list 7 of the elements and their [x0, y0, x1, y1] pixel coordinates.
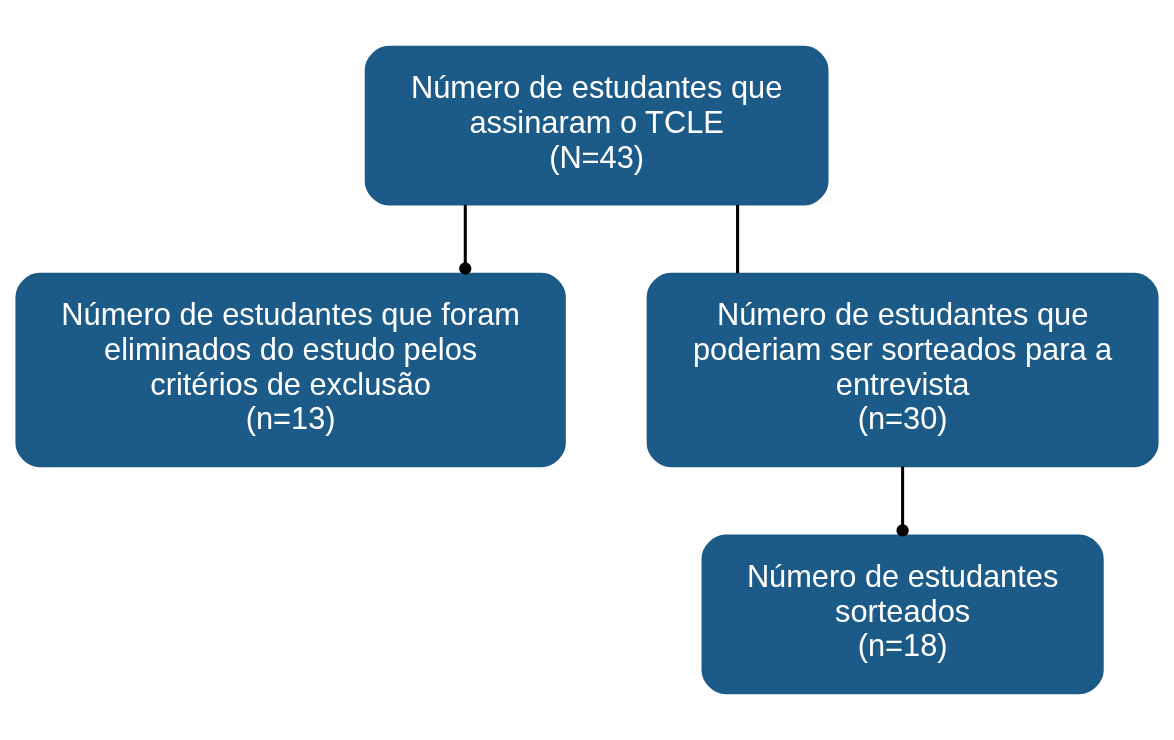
connector [459, 204, 472, 275]
connector [736, 204, 740, 274]
node-box: Número de estudantes que assinaram o TCLE (N=43) [364, 45, 829, 206]
node-box: Número de estudantes sorteados (n=18) [701, 534, 1104, 695]
node-box: Número de estudantes que foram eliminados do estudo pelos critérios de exclusão (n=13) [15, 272, 566, 468]
connector [896, 466, 909, 537]
node-box: Número de estudantes que poderiam ser sorteados para a entrevista (n=30) [646, 272, 1159, 468]
